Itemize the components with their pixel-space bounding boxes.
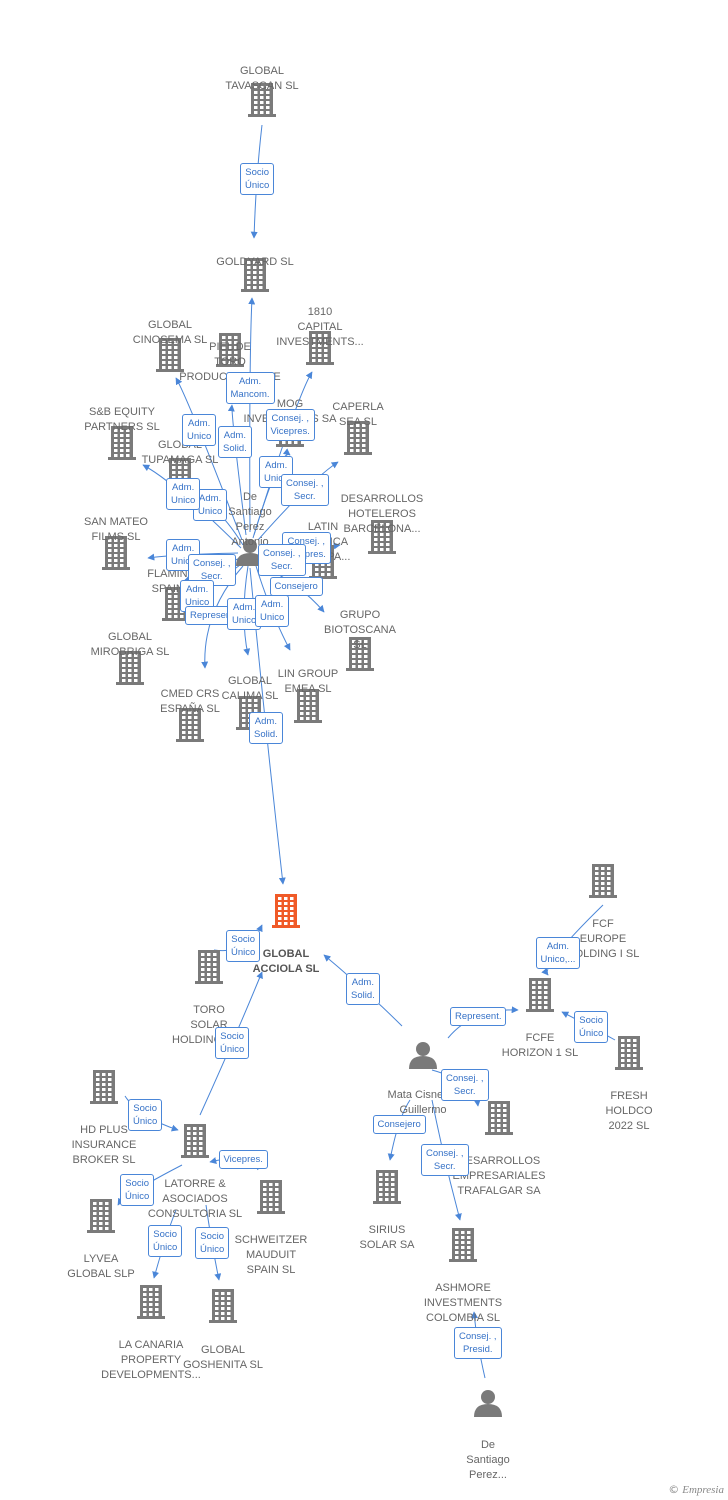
node-label-global-mirobriga[interactable]: GLOBAL MIROBRIGA SL xyxy=(90,631,170,658)
node-label-schweitzer[interactable]: SCHWEITZER MAUDUIT SPAIN SL xyxy=(234,1234,308,1276)
node-label-global-goshenita[interactable]: GLOBAL GOSHENITA SL xyxy=(183,1344,263,1371)
building-icon[interactable] xyxy=(344,421,372,455)
edge-label[interactable]: Adm. Solid. xyxy=(249,712,283,744)
building-icon[interactable] xyxy=(373,1170,401,1204)
edge-label[interactable]: Vicepres. xyxy=(218,1149,268,1169)
node-label-global-acciola[interactable]: GLOBAL ACCIOLA SL xyxy=(252,948,320,975)
node-label-la-canaria[interactable]: LA CANARIA PROPERTY DEVELOPMENTS... xyxy=(101,1339,201,1381)
node-label-sb-equity[interactable]: S&B EQUITY PARTNERS SL xyxy=(84,406,160,433)
building-icon[interactable] xyxy=(241,258,269,292)
node-label-lin-group[interactable]: LIN GROUP EMEA SL xyxy=(277,668,339,695)
building-icon[interactable] xyxy=(116,651,144,685)
building-icon[interactable] xyxy=(216,333,244,367)
node-label-fresh-holdco[interactable]: FRESH HOLDCO 2022 SL xyxy=(605,1090,653,1132)
edge-label[interactable]: Adm. Unico xyxy=(259,456,294,488)
edge-label[interactable]: Consej. , Vicepres. xyxy=(265,409,315,441)
edge-label[interactable]: Consej. , Secr. xyxy=(281,474,329,506)
building-icon[interactable] xyxy=(248,83,276,117)
building-icon[interactable] xyxy=(90,1070,118,1104)
copyright-symbol: © xyxy=(668,1483,680,1496)
node-label-de-santiago-perez-2[interactable]: De Santiago Perez... xyxy=(466,1439,510,1481)
edge-label[interactable]: Adm. Unico xyxy=(255,595,290,627)
building-icon[interactable] xyxy=(272,894,300,928)
edge-label[interactable]: Adm. Unico xyxy=(166,478,201,510)
edge-label[interactable]: Consej. , Secr. xyxy=(421,1144,469,1176)
edge-label[interactable]: Consejero xyxy=(269,576,323,596)
edge-label[interactable]: Socio Único xyxy=(226,930,261,962)
building-icon[interactable] xyxy=(156,338,184,372)
person-icon[interactable] xyxy=(236,539,264,566)
brand-name: Empresia xyxy=(682,1484,724,1496)
building-icon[interactable] xyxy=(176,708,204,742)
brand-logo[interactable]: ©Empresia xyxy=(668,1483,724,1496)
building-icon[interactable] xyxy=(102,536,130,570)
edge-label[interactable]: Adm. Mancom. xyxy=(225,372,275,404)
edge-label[interactable]: Adm. Unico,... xyxy=(535,937,581,969)
edge-label[interactable]: Consej. , Presid. xyxy=(454,1327,502,1359)
building-icon[interactable] xyxy=(485,1101,513,1135)
edge-label[interactable]: Consej. , Secr. xyxy=(441,1069,489,1101)
building-icon[interactable] xyxy=(195,950,223,984)
building-icon[interactable] xyxy=(257,1180,285,1214)
building-icon[interactable] xyxy=(181,1124,209,1158)
edge-label[interactable]: Socio Único xyxy=(195,1227,230,1259)
edge-label[interactable]: Socio Único xyxy=(215,1027,250,1059)
node-label-cmed-crs[interactable]: CMED CRS ESPAÑA SL xyxy=(160,688,220,715)
edge-label[interactable]: Adm. Unico xyxy=(182,414,217,446)
person-icon[interactable] xyxy=(409,1042,437,1069)
building-icon[interactable] xyxy=(449,1228,477,1262)
node-label-ashmore[interactable]: ASHMORE INVESTMENTS COLOMBIA SL xyxy=(423,1282,503,1324)
node-label-latorre-asociados[interactable]: LATORRE & ASOCIADOS CONSULTORIA SL xyxy=(147,1178,243,1220)
node-label-caperla-sea[interactable]: CAPERLA SEA SL xyxy=(332,401,384,428)
building-icon[interactable] xyxy=(589,864,617,898)
edge-label[interactable]: Socio Único xyxy=(120,1174,155,1206)
edge-label[interactable]: Consejero xyxy=(372,1114,426,1134)
building-icon[interactable] xyxy=(294,689,322,723)
node-label-sirius-solar[interactable]: SIRIUS SOLAR SA xyxy=(359,1224,415,1251)
node-label-1810-capital[interactable]: 1810 CAPITAL INVESTMENTS... xyxy=(276,306,364,348)
building-icon[interactable] xyxy=(108,426,136,460)
node-label-global-cinosema[interactable]: GLOBAL CINOSEMA SL xyxy=(132,319,208,346)
node-label-santiago-perez[interactable]: De Santiago Perez Antonio xyxy=(228,491,272,548)
edge-label[interactable]: Consej. , Secr. xyxy=(258,544,306,576)
building-icon[interactable] xyxy=(615,1036,643,1070)
building-icon[interactable] xyxy=(346,637,374,671)
edge-label[interactable]: Socio Único xyxy=(128,1099,163,1131)
person-icon[interactable] xyxy=(474,1390,502,1417)
node-label-goldyard[interactable]: GOLDYARD SL xyxy=(216,256,294,268)
node-label-lyvea-global[interactable]: LYVEA GLOBAL SLP xyxy=(67,1253,135,1280)
node-label-toro-solar[interactable]: TORO SOLAR HOLDINGS SL xyxy=(172,1004,246,1046)
building-icon[interactable] xyxy=(368,520,396,554)
building-icon[interactable] xyxy=(87,1199,115,1233)
edge-label[interactable]: Adm. Solid. xyxy=(346,973,380,1005)
edge-label[interactable]: Socio Único xyxy=(240,163,275,195)
node-label-fcfe-horizon[interactable]: FCFE HORIZON 1 SL xyxy=(501,1032,579,1059)
edge-label[interactable]: Socio Único xyxy=(148,1225,183,1257)
edge-label[interactable]: Socio Único xyxy=(574,1011,609,1043)
node-label-global-calima[interactable]: GLOBAL CALIMA SL xyxy=(221,675,279,702)
node-label-san-mateo[interactable]: SAN MATEO FILMS SL xyxy=(84,516,148,543)
node-label-piel-de-toro[interactable]: PIEL DE TORO PRODUCTIONS AIE xyxy=(179,341,280,383)
node-label-desarrollos-hoteleros[interactable]: DESARROLLOS HOTELEROS BARCELONA... xyxy=(340,493,424,535)
edge-label[interactable]: Represent. xyxy=(450,1006,507,1026)
building-icon[interactable] xyxy=(526,978,554,1012)
node-label-grupo-biotoscana[interactable]: GRUPO BIOTOSCANA SL xyxy=(324,609,396,651)
node-label-hd-plus[interactable]: HD PLUS INSURANCE BROKER SL xyxy=(71,1124,137,1166)
building-icon[interactable] xyxy=(137,1285,165,1319)
building-icon[interactable] xyxy=(209,1289,237,1323)
edge-label[interactable]: Adm. Solid. xyxy=(218,426,252,458)
node-label-global-tavascan[interactable]: GLOBAL TAVASCAN SL xyxy=(225,65,299,92)
node-label-desarrollos-empresariales[interactable]: DESARROLLOS EMPRESARIALES TRAFALGAR SA xyxy=(452,1155,546,1197)
building-icon[interactable] xyxy=(306,331,334,365)
